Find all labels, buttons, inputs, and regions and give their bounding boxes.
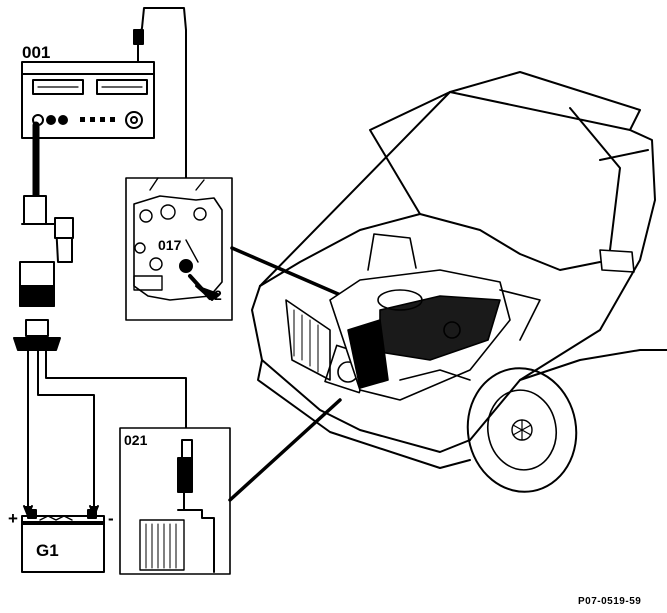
tester-unit	[21, 61, 155, 139]
tester-label: 001	[22, 43, 50, 62]
battery-minus-symbol: -	[108, 509, 114, 528]
sensor-021	[177, 457, 193, 493]
clip-adapter	[13, 195, 74, 351]
battery-label: G1	[36, 541, 59, 560]
leader-line-021	[228, 398, 342, 502]
sensor-detail-panel	[119, 427, 231, 575]
connector-label: 017	[158, 237, 182, 253]
battery-minus-lead	[37, 349, 95, 513]
figure-code: P07-0519-59	[578, 596, 641, 607]
side-mirror	[599, 249, 635, 273]
engine	[329, 233, 541, 401]
front-wheel	[466, 367, 578, 493]
battery-plus-symbol: +	[8, 509, 18, 528]
rotary-knob	[125, 111, 143, 129]
pointer-label: 2	[214, 287, 222, 303]
battery-g1	[21, 509, 105, 573]
sensor-label: 021	[124, 432, 148, 448]
car-body	[251, 71, 667, 493]
cable-plug	[133, 29, 144, 45]
display-left	[32, 79, 84, 95]
connector-017	[179, 259, 193, 273]
grille	[285, 299, 331, 381]
connector-detail-panel	[125, 177, 233, 321]
display-right	[96, 79, 148, 95]
leader-line-017	[230, 246, 354, 302]
sensor-lead	[45, 349, 187, 441]
